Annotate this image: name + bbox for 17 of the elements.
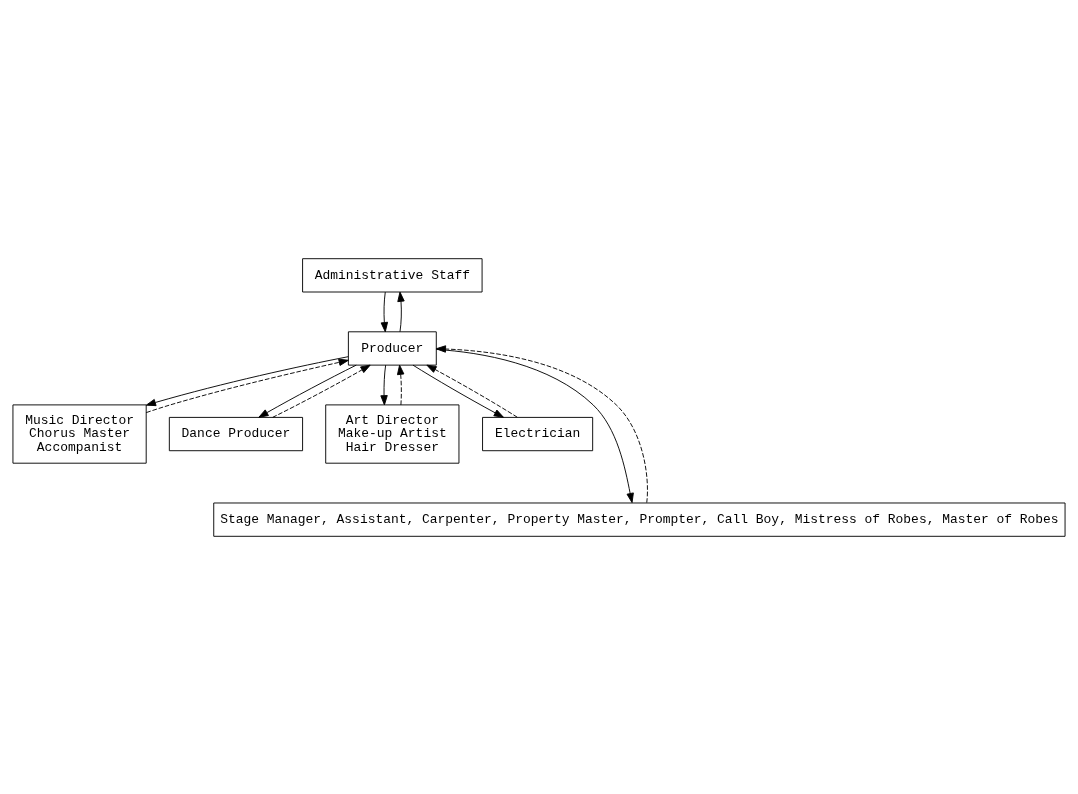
arrow: [426, 364, 518, 418]
node-box: Administrative Staff: [302, 257, 483, 292]
arrow: [396, 364, 405, 405]
node-box: Art Director Make-up Artist Hair Dresser: [325, 403, 460, 464]
arrow: [397, 291, 405, 332]
arrow: [145, 358, 349, 413]
node-box: Electrician: [482, 416, 594, 451]
node-box: Music Director Chorus Master Accompanist: [12, 403, 147, 464]
node-box: Stage Manager, Assistant, Carpenter, Property Master, Prompter, Call Boy, Mistress of Robes, Master of Robes: [213, 502, 1066, 537]
arrow: [258, 364, 357, 418]
node-box: Producer: [347, 330, 437, 366]
arrow: [272, 364, 371, 418]
arrow: [380, 364, 388, 405]
arrow: [412, 364, 504, 418]
arrow: [145, 355, 349, 406]
arrow: [380, 291, 389, 332]
node-box: Dance Producer: [168, 416, 304, 451]
